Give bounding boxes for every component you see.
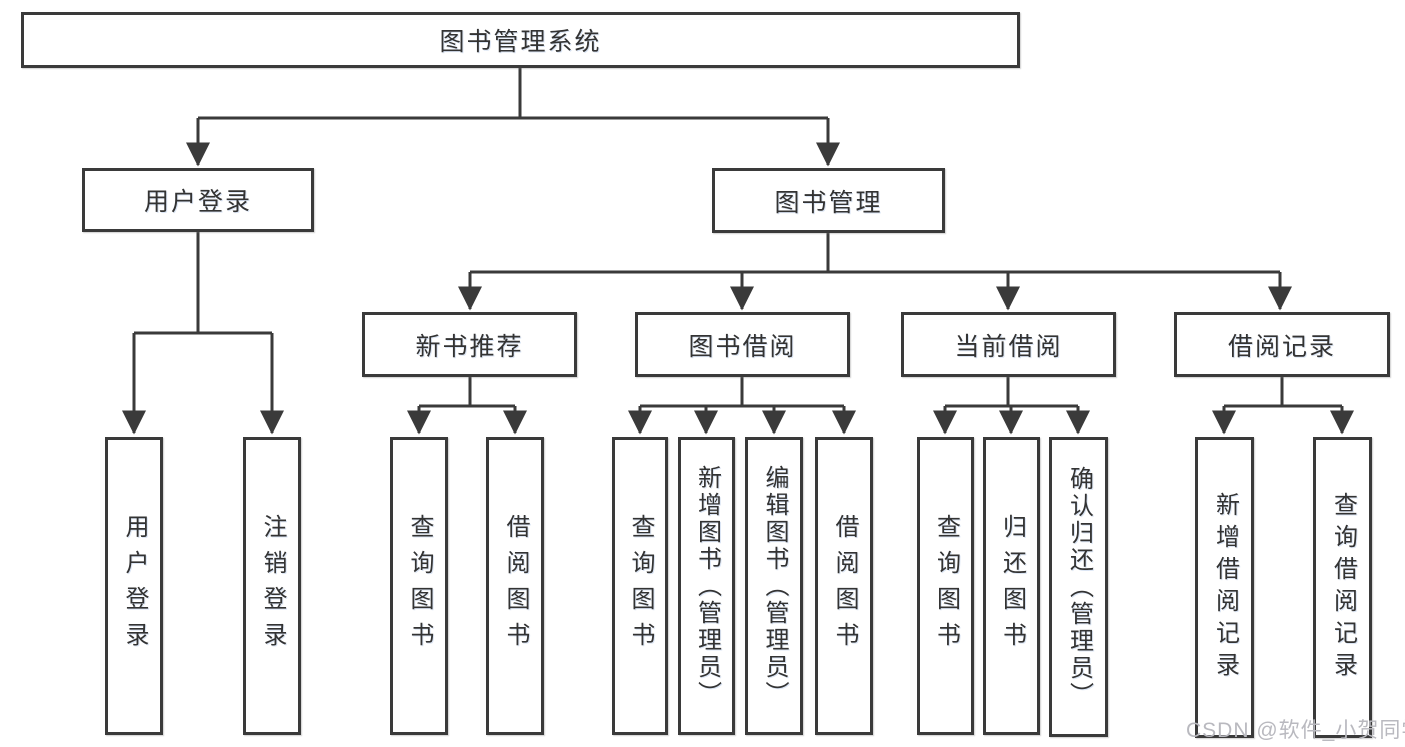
leaf-label: 归还图书 [998,514,1026,658]
node-book-borrowing: 图书借阅 [635,312,850,377]
leaf-label: 查询借阅记录 [1329,491,1357,684]
leaf-query-books: 查询图书 [612,437,668,735]
leaf-query-borrow-record: 查询借阅记录 [1313,437,1372,738]
leaf-label: 注销登录 [259,514,286,658]
leaf-return-books: 归还图书 [983,437,1040,735]
leaf-add-books-admin: 新增图书（管理员） [678,437,735,735]
leaf-add-borrow-record: 新增借阅记录 [1195,437,1254,738]
node-label: 当前借阅 [954,332,1063,361]
leaf-borrow-books: 借阅图书 [815,437,873,735]
node-library-management-system: 图书管理系统 [21,12,1020,68]
leaf-edit-books-admin: 编辑图书（管理员） [745,437,803,735]
leaf-confirm-return-admin: 确认归还（管理员） [1049,437,1108,737]
leaf-query-books: 查询图书 [917,437,974,735]
leaf-query-books: 查询图书 [390,437,448,735]
leaf-label: 确认归还（管理员） [1065,465,1093,709]
leaf-label: 查询图书 [406,514,433,658]
leaf-label: 新增借阅记录 [1211,491,1239,684]
leaf-label: 查询图书 [932,514,960,658]
node-label: 图书借阅 [688,332,797,361]
node-label: 新书推荐 [415,332,524,361]
leaf-label: 新增图书（管理员） [693,464,721,708]
csdn-watermark: CSDN @软件_小贺同学 [1186,719,1405,742]
node-new-book-recommendation: 新书推荐 [362,312,577,377]
leaf-logout: 注销登录 [243,437,301,735]
leaf-label: 借阅图书 [502,514,529,658]
node-current-borrowing: 当前借阅 [901,312,1116,377]
node-user-login: 用户登录 [82,168,314,232]
leaf-label: 用户登录 [121,514,148,658]
leaf-label: 借阅图书 [831,514,858,658]
node-label: 图书管理 [774,188,883,217]
leaf-label: 查询图书 [627,514,654,658]
leaf-user-login: 用户登录 [105,437,163,735]
node-borrowing-records: 借阅记录 [1174,312,1390,377]
node-label: 用户登录 [143,188,252,216]
leaf-borrow-books: 借阅图书 [486,437,544,735]
leaf-label: 编辑图书（管理员） [761,464,788,708]
node-label: 借阅记录 [1227,332,1336,361]
node-book-management: 图书管理 [712,168,945,233]
node-label: 图书管理系统 [439,28,602,56]
